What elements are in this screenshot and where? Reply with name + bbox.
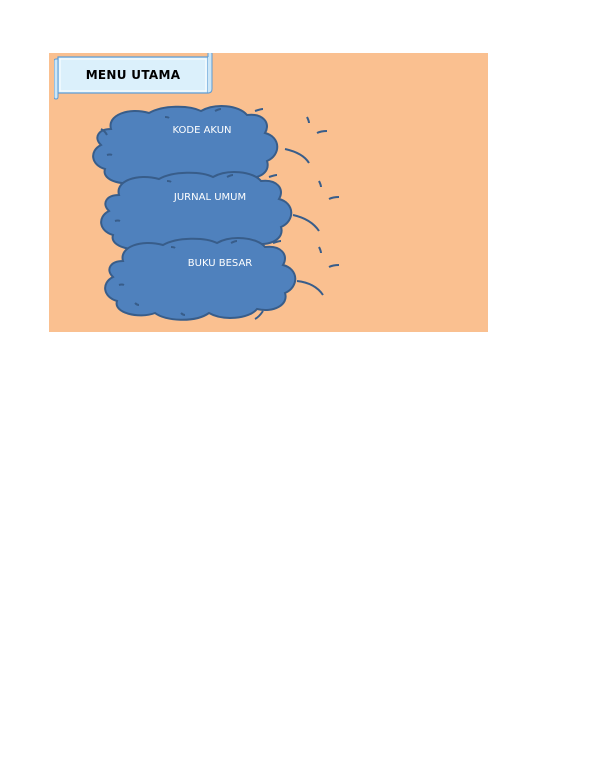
cloud-shape	[92, 105, 328, 189]
scroll-banner-shape	[54, 53, 213, 100]
menu-title-banner: MENU UTAMA	[54, 53, 213, 100]
menu-sheet: MENU UTAMA KODE AKUN JURN	[49, 53, 488, 332]
page-title: MENU UTAMA	[85, 68, 181, 82]
cloud-shape	[104, 237, 340, 321]
cloud-shape	[100, 171, 340, 255]
